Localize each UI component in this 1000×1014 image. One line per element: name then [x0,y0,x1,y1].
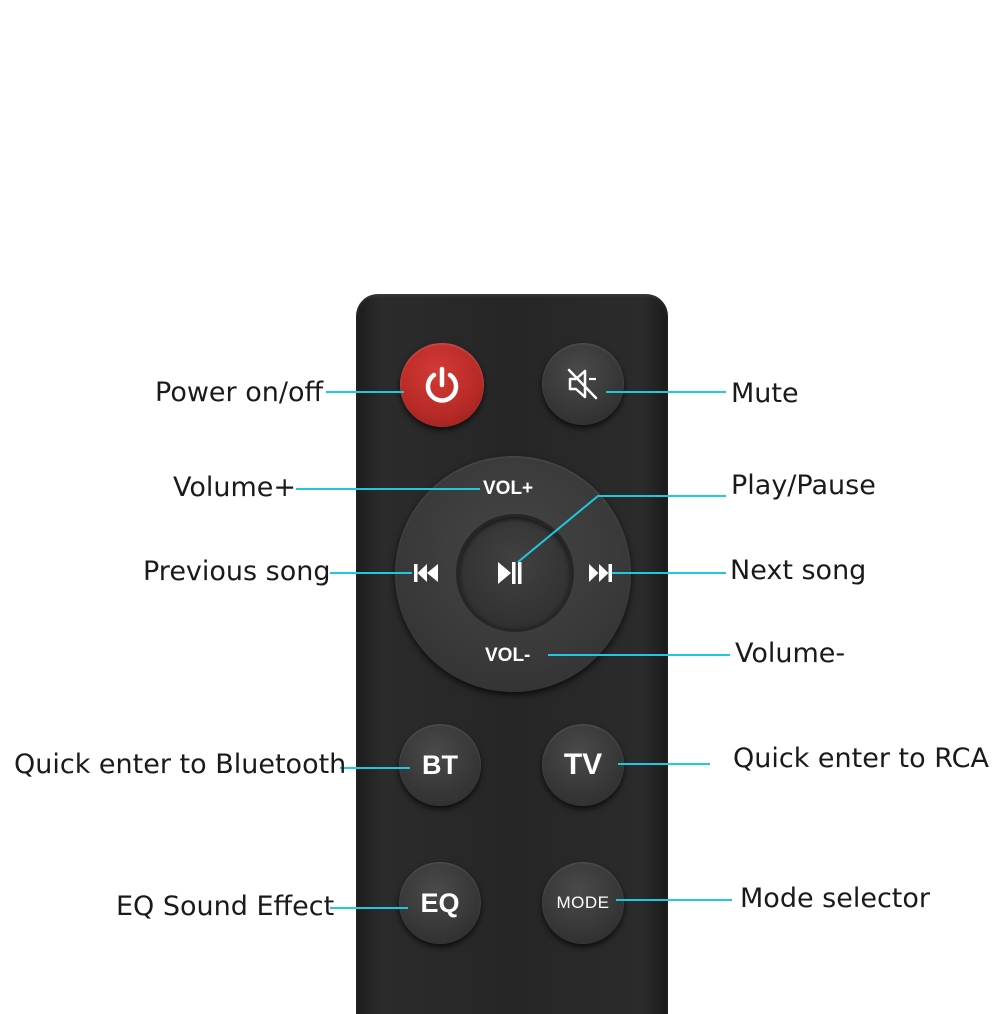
callout-next: Next song [730,555,867,586]
speaker-muted-icon [567,368,598,400]
callout-volume-up: Volume+ [173,472,297,503]
callout-bluetooth: Quick enter to Bluetooth [14,749,347,780]
bluetooth-button[interactable]: BT [399,724,481,806]
mode-button[interactable]: MODE [542,862,624,944]
eq-button[interactable]: EQ [399,862,481,944]
volume-down-button[interactable]: VOL- [485,645,531,666]
power-button[interactable] [400,343,484,427]
previous-track-icon[interactable] [414,563,440,583]
callout-power: Power on/off [155,377,324,408]
volume-up-button[interactable]: VOL+ [483,478,534,499]
callout-previous: Previous song [143,556,331,587]
callout-play-pause: Play/Pause [731,470,876,501]
callout-volume-down: Volume- [735,638,846,669]
callout-rca: Quick enter to RCA [733,743,989,774]
callout-mode: Mode selector [740,883,930,914]
play-pause-icon [498,562,522,584]
power-icon [425,366,459,403]
callout-mute: Mute [731,378,799,409]
mute-button[interactable] [542,343,624,425]
callout-eq: EQ Sound Effect [116,891,335,922]
next-track-icon[interactable] [587,563,613,583]
tv-button[interactable]: TV [542,724,624,806]
